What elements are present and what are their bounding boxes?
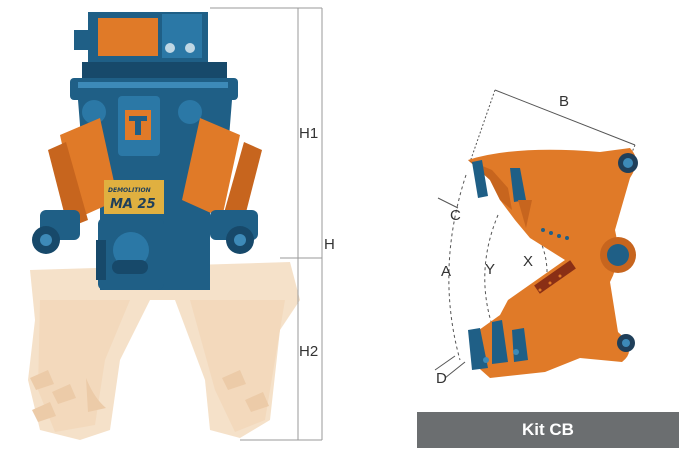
pulverizer-drawing: DEMOLITION MA 25 (28, 7, 323, 441)
kit-cb-drawing (434, 89, 638, 379)
left-hydraulic-cylinder (32, 118, 118, 254)
dimension-label-y: Y (485, 261, 496, 278)
dimension-label-x: X (523, 253, 534, 270)
caption-text: Kit CB (522, 420, 574, 439)
lower-teeth (468, 320, 528, 370)
jaw-body (468, 148, 638, 378)
dimension-line-b (494, 89, 636, 146)
dimension-label-h: H (324, 236, 335, 253)
dimension-label-h2: H2 (299, 343, 319, 360)
dimension-label-c: C (450, 207, 461, 224)
nameplate-brand: DEMOLITION (108, 187, 151, 194)
lower-hub (96, 218, 164, 290)
rotator-ring (70, 62, 238, 100)
dimension-lines (210, 7, 323, 441)
kit-cb-figure: B C A Y X D (340, 0, 681, 458)
dimension-label-d: D (436, 370, 447, 387)
upper-teeth (472, 160, 532, 228)
top-adapter (74, 12, 208, 62)
nameplate: DEMOLITION MA 25 (104, 180, 164, 214)
dimension-label-b: B (559, 93, 570, 110)
pulverizer-figure: DEMOLITION MA 25 H1 H H2 (0, 0, 340, 458)
nameplate-model: MA 25 (110, 197, 156, 212)
caption-bar: Kit CB (417, 412, 679, 448)
ghost-open-jaws (28, 262, 300, 440)
right-hydraulic-cylinder (182, 118, 262, 254)
dimension-label-h1: H1 (299, 125, 319, 142)
dimension-label-a: A (441, 263, 452, 280)
